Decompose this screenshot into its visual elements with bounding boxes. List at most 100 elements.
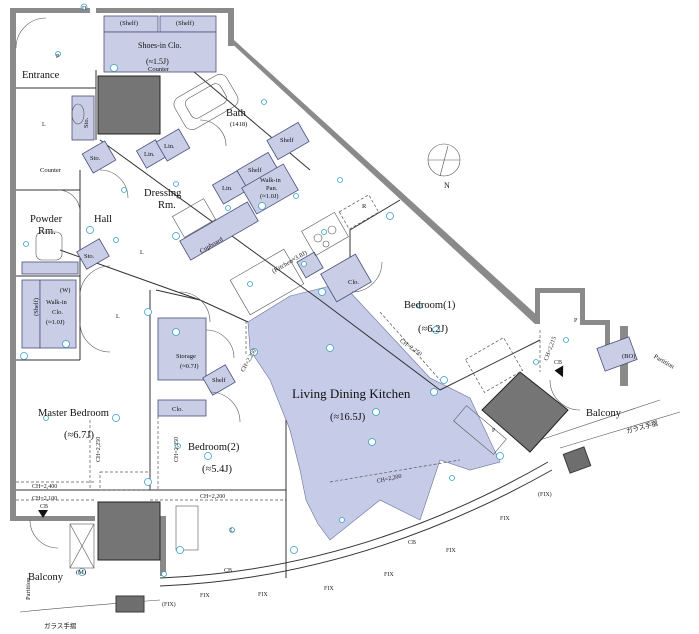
marker-l-4: L <box>230 528 234 534</box>
cb-arrow-right <box>554 365 564 378</box>
label-shelf-wic: (Shelf) <box>33 298 40 316</box>
label-shelf-bath-2: Shelf <box>280 137 295 144</box>
marker-fix-7: (FIX) <box>162 601 176 608</box>
fixtures <box>21 15 638 417</box>
pipe-shaft-balcony <box>97 501 161 561</box>
dim-ch2100: CH=2,100 <box>32 496 57 502</box>
label-storage-small-1: Sto. <box>83 117 90 128</box>
label-bedroom1: Bedroom(1) <box>404 300 456 311</box>
label-storage: Storage <box>176 353 196 360</box>
marker-l-2: L <box>140 250 144 256</box>
label-closet-bed2: Clo. <box>172 406 183 413</box>
toilet <box>71 103 85 125</box>
label-entrance: Entrance <box>22 70 60 81</box>
dim-ch2215: CH=2,215 <box>544 336 558 362</box>
marker-fix-3: FIX <box>324 586 334 592</box>
label-powder: Powder <box>30 214 63 225</box>
marker-fix-8: (FIX) <box>538 491 552 498</box>
label-shoes-in-closet-size: (≈1.5J) <box>146 57 169 66</box>
ceiling-lines <box>16 194 541 501</box>
marker-p-3: P <box>492 428 496 434</box>
dim-ch2400: CH=2,400 <box>32 484 57 490</box>
label-master-bedroom: Master Bedroom <box>38 408 109 419</box>
label-shelf-storage: Shelf <box>212 377 227 384</box>
label-ldk: Living Dining Kitchen <box>292 386 411 401</box>
label-partition-right: Partition <box>652 353 676 371</box>
label-storage-small-3: Sto. <box>84 253 95 260</box>
marker-cb-4: CB <box>554 360 562 366</box>
label-balcony-left: Balcony <box>28 572 64 583</box>
label-linen-3: Lin. <box>222 185 233 192</box>
marker-cb-2: CB <box>224 568 232 574</box>
marker-p-2: P <box>574 318 578 324</box>
kitchen-counter <box>229 248 305 316</box>
label-storage-size: (≈0.7J) <box>180 363 199 370</box>
pipe-shaft-entrance <box>97 75 161 135</box>
column-small-right <box>562 446 592 474</box>
label-wic-w: (W) <box>60 287 70 294</box>
dim-ch2250-a: CH=2,250 <box>240 348 258 373</box>
label-counter-top: Counter <box>148 66 170 73</box>
dim-ch2200-a: CH=2,200 <box>200 494 225 500</box>
label-linen-2: Lin. <box>164 143 175 150</box>
label-hall: Hall <box>94 214 112 225</box>
label-storage-small-2: Sto. <box>90 155 101 162</box>
label-bedroom2-size: (≈5.4J) <box>202 464 232 475</box>
dim-ch2250-d: CH=2,250 <box>174 437 180 462</box>
outlet-markers <box>20 3 569 577</box>
dim-ch2250-c: CH=2,250 <box>96 437 102 462</box>
marker-labels: CB CB CB CB FIX FIX FIX FIX FIX FIX (FIX… <box>40 6 578 608</box>
marker-fix-5: FIX <box>446 548 456 554</box>
label-glass-rail-left: ガラス手摺 <box>44 621 77 630</box>
cooktop <box>301 211 349 257</box>
ac-outdoor-unit <box>175 505 199 551</box>
marker-fix-1: FIX <box>200 593 210 599</box>
label-shelf-2: (Shelf) <box>176 20 194 27</box>
column-right <box>481 371 569 453</box>
label-refrigerator: R <box>362 203 367 210</box>
label-bedroom1-size: (≈6.2J) <box>418 324 448 335</box>
marker-l-1: L <box>42 122 46 128</box>
label-shoes-in-closet: Shoes-in Clo. <box>138 41 182 50</box>
label-outdoor-unit: (BO) <box>622 353 635 360</box>
marker-fix-6: FIX <box>500 516 510 522</box>
bathtub <box>173 74 239 130</box>
marker-d-1: D <box>82 6 87 12</box>
label-bath: Bath <box>226 108 247 119</box>
label-master-bedroom-size: (≈6.7J) <box>64 430 94 441</box>
north-arrow <box>427 143 461 177</box>
meter-box <box>69 523 95 569</box>
label-powder-2: Rm. <box>38 226 56 237</box>
label-counter-left: Counter <box>40 167 62 174</box>
label-walk-in-pantry-2: Pan. <box>266 185 278 192</box>
north-label: N <box>444 181 450 190</box>
label-bath-size: (1418) <box>230 121 247 128</box>
label-ldk-size: (≈16.5J) <box>330 412 366 423</box>
marker-l-3: L <box>116 314 120 320</box>
marker-p-1: P <box>56 54 60 60</box>
label-partition-left: Partition <box>25 577 32 600</box>
marker-cb-3: CB <box>408 540 416 546</box>
doors <box>15 17 581 549</box>
label-dressing-2: Rm. <box>158 200 176 211</box>
label-bedroom2: Bedroom(2) <box>188 442 240 453</box>
marker-fix-2: FIX <box>258 592 268 598</box>
label-meter-box: (M) <box>76 569 86 576</box>
label-walk-in-pantry-size: (≈1.0J) <box>260 193 279 200</box>
label-walk-in-closet-2: Clo. <box>52 309 63 316</box>
label-balcony-right: Balcony <box>586 408 622 419</box>
label-glass-rail-right: ガラス手摺 <box>625 418 659 435</box>
label-linen-1: Lin. <box>144 151 155 158</box>
cb-arrow-left <box>38 510 48 518</box>
column-bottom-left <box>115 595 145 613</box>
marker-cb-1: CB <box>40 504 48 510</box>
label-walk-in-pantry: Walk-in <box>260 177 282 184</box>
label-shelf-1: (Shelf) <box>120 20 138 27</box>
marker-fix-4: FIX <box>384 572 394 578</box>
label-walk-in-closet: Walk-in <box>46 299 68 306</box>
label-closet-bed1: Clo. <box>348 279 359 286</box>
label-dressing: Dressing <box>144 188 182 199</box>
label-walk-in-closet-size: (≈1.0J) <box>46 319 65 326</box>
dim-ch2200-b: CH=2,200 <box>376 474 402 485</box>
